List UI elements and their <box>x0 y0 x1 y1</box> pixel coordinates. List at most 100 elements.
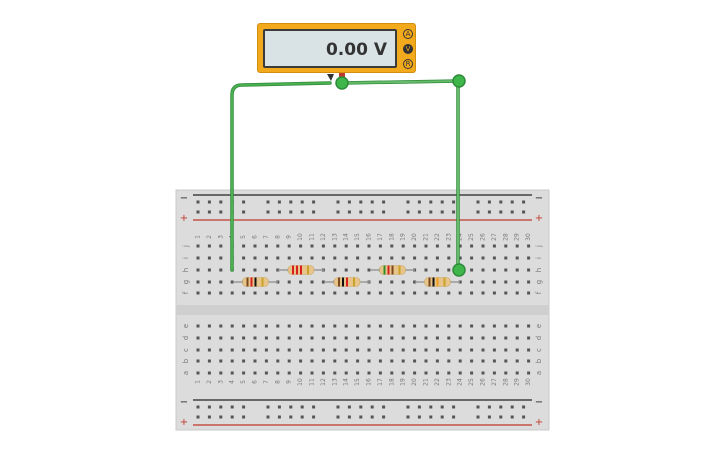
terminal-hole[interactable] <box>242 336 246 340</box>
terminal-hole[interactable] <box>264 291 268 295</box>
terminal-hole[interactable] <box>527 291 531 295</box>
terminal-hole[interactable] <box>424 291 428 295</box>
rail-hole[interactable] <box>219 405 223 409</box>
terminal-hole[interactable] <box>207 268 211 272</box>
terminal-hole[interactable] <box>367 348 371 352</box>
rail-hole[interactable] <box>230 405 234 409</box>
terminal-hole[interactable] <box>401 244 405 248</box>
terminal-hole[interactable] <box>401 291 405 295</box>
terminal-hole[interactable] <box>390 324 394 328</box>
rail-hole[interactable] <box>277 405 281 409</box>
terminal-hole[interactable] <box>470 256 474 260</box>
terminal-hole[interactable] <box>470 371 474 375</box>
terminal-hole[interactable] <box>299 359 303 363</box>
rail-hole[interactable] <box>452 405 456 409</box>
rail-hole[interactable] <box>370 405 374 409</box>
terminal-hole[interactable] <box>207 336 211 340</box>
rail-hole[interactable] <box>429 415 433 419</box>
rail-hole[interactable] <box>300 210 304 214</box>
rail-hole[interactable] <box>300 200 304 204</box>
rail-hole[interactable] <box>242 415 246 419</box>
terminal-hole[interactable] <box>333 324 337 328</box>
terminal-hole[interactable] <box>390 359 394 363</box>
terminal-hole[interactable] <box>344 371 348 375</box>
terminal-hole[interactable] <box>344 359 348 363</box>
terminal-hole[interactable] <box>344 336 348 340</box>
terminal-hole[interactable] <box>447 268 451 272</box>
terminal-hole[interactable] <box>447 336 451 340</box>
terminal-hole[interactable] <box>333 359 337 363</box>
terminal-hole[interactable] <box>481 324 485 328</box>
terminal-hole[interactable] <box>219 359 223 363</box>
terminal-hole[interactable] <box>196 359 200 363</box>
rail-hole[interactable] <box>312 200 316 204</box>
terminal-hole[interactable] <box>527 348 531 352</box>
terminal-hole[interactable] <box>219 280 223 284</box>
terminal-hole[interactable] <box>196 324 200 328</box>
terminal-hole[interactable] <box>481 268 485 272</box>
terminal-hole[interactable] <box>367 291 371 295</box>
terminal-hole[interactable] <box>504 371 508 375</box>
terminal-hole[interactable] <box>527 336 531 340</box>
terminal-hole[interactable] <box>253 291 257 295</box>
terminal-hole[interactable] <box>435 268 439 272</box>
terminal-hole[interactable] <box>356 256 360 260</box>
terminal-hole[interactable] <box>492 336 496 340</box>
rail-hole[interactable] <box>312 405 316 409</box>
terminal-hole[interactable] <box>413 291 417 295</box>
terminal-hole[interactable] <box>424 244 428 248</box>
rail-hole[interactable] <box>417 415 421 419</box>
terminal-hole[interactable] <box>481 359 485 363</box>
terminal-hole[interactable] <box>492 256 496 260</box>
wire-bend-endpoint[interactable] <box>452 74 466 88</box>
rail-hole[interactable] <box>336 405 340 409</box>
rail-hole[interactable] <box>312 210 316 214</box>
terminal-hole[interactable] <box>321 280 325 284</box>
terminal-hole[interactable] <box>435 256 439 260</box>
terminal-hole[interactable] <box>310 359 314 363</box>
terminal-hole[interactable] <box>424 371 428 375</box>
terminal-hole[interactable] <box>447 371 451 375</box>
rail-hole[interactable] <box>452 415 456 419</box>
terminal-hole[interactable] <box>458 336 462 340</box>
terminal-hole[interactable] <box>356 336 360 340</box>
terminal-hole[interactable] <box>515 348 519 352</box>
rail-hole[interactable] <box>406 415 410 419</box>
terminal-hole[interactable] <box>253 359 257 363</box>
terminal-hole[interactable] <box>481 256 485 260</box>
terminal-hole[interactable] <box>435 371 439 375</box>
terminal-hole[interactable] <box>333 371 337 375</box>
rail-hole[interactable] <box>487 405 491 409</box>
terminal-hole[interactable] <box>492 371 496 375</box>
rail-hole[interactable] <box>347 200 351 204</box>
terminal-hole[interactable] <box>276 324 280 328</box>
terminal-hole[interactable] <box>447 348 451 352</box>
terminal-hole[interactable] <box>378 324 382 328</box>
terminal-hole[interactable] <box>196 336 200 340</box>
rail-hole[interactable] <box>522 210 526 214</box>
terminal-hole[interactable] <box>299 244 303 248</box>
terminal-hole[interactable] <box>207 371 211 375</box>
terminal-hole[interactable] <box>504 348 508 352</box>
terminal-hole[interactable] <box>230 371 234 375</box>
terminal-hole[interactable] <box>321 256 325 260</box>
terminal-hole[interactable] <box>321 291 325 295</box>
terminal-hole[interactable] <box>219 348 223 352</box>
black-probe-wire[interactable] <box>231 82 331 271</box>
rail-hole[interactable] <box>289 200 293 204</box>
terminal-hole[interactable] <box>390 291 394 295</box>
rail-hole[interactable] <box>417 405 421 409</box>
terminal-hole[interactable] <box>356 324 360 328</box>
terminal-hole[interactable] <box>515 256 519 260</box>
terminal-hole[interactable] <box>515 324 519 328</box>
rail-hole[interactable] <box>336 200 340 204</box>
terminal-hole[interactable] <box>219 268 223 272</box>
terminal-hole[interactable] <box>333 244 337 248</box>
terminal-hole[interactable] <box>344 256 348 260</box>
terminal-hole[interactable] <box>413 348 417 352</box>
rail-hole[interactable] <box>370 200 374 204</box>
terminal-hole[interactable] <box>492 244 496 248</box>
terminal-hole[interactable] <box>287 256 291 260</box>
terminal-hole[interactable] <box>367 336 371 340</box>
